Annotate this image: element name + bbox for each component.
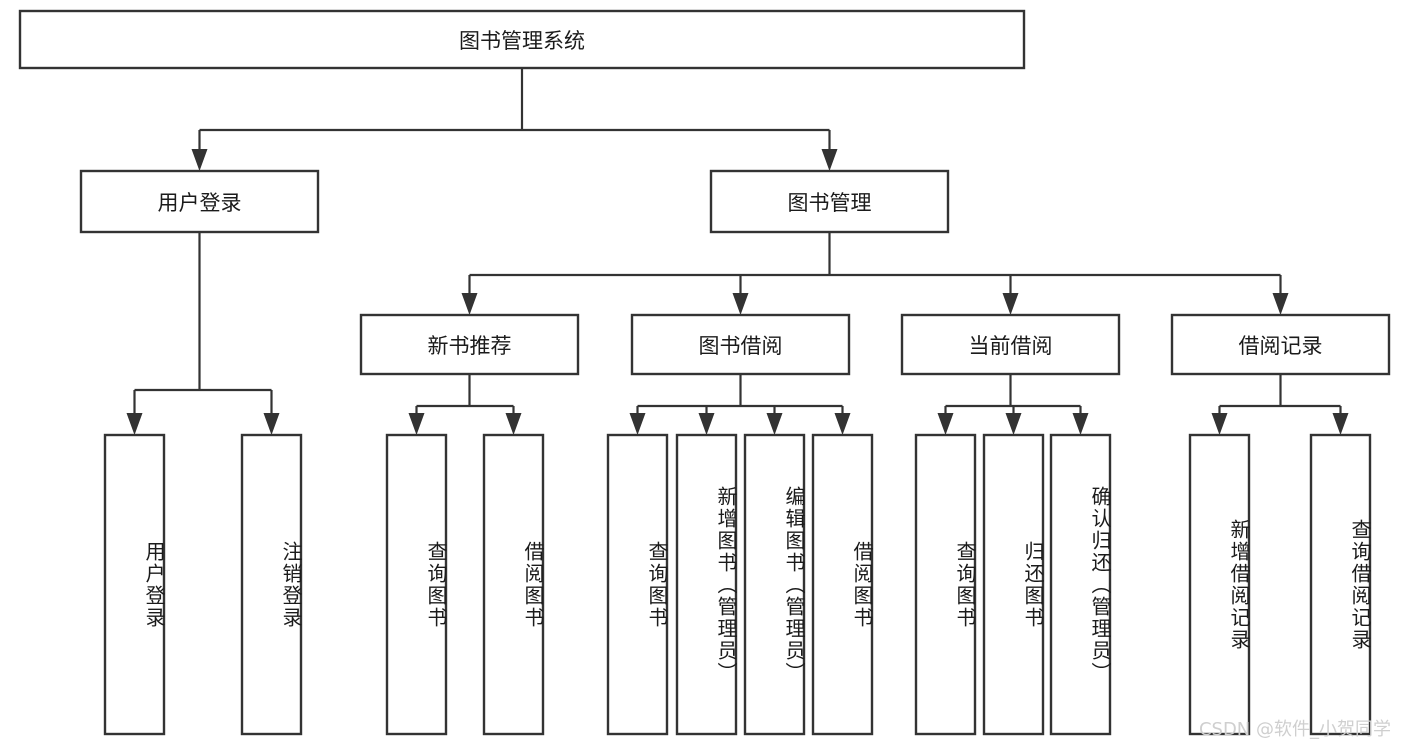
- arrow-head-icon: [1002, 293, 1019, 315]
- node-box-add-borrow-record[interactable]: [1188, 433, 1251, 736]
- arrow-head-icon: [126, 413, 143, 435]
- arrow-head-icon: [1211, 413, 1228, 435]
- node-box-query-book-1[interactable]: [385, 433, 448, 736]
- node-box-book-management[interactable]: [709, 169, 950, 234]
- node-box-return-book[interactable]: [982, 433, 1045, 736]
- node-box-borrow-records[interactable]: [1170, 313, 1391, 376]
- arrow-head-icon: [461, 293, 478, 315]
- arrow-head-icon: [821, 149, 838, 171]
- arrow-head-icon: [766, 413, 783, 435]
- node-box-current-borrow[interactable]: [900, 313, 1121, 376]
- arrow-head-icon: [191, 149, 208, 171]
- arrow-head-icon: [698, 413, 715, 435]
- node-box-edit-book-admin[interactable]: [743, 433, 806, 736]
- connectors-layer: [126, 68, 1349, 435]
- node-box-query-book-3[interactable]: [914, 433, 977, 736]
- arrow-head-icon: [263, 413, 280, 435]
- node-box-borrow-book-1[interactable]: [482, 433, 545, 736]
- node-box-user-login-leaf[interactable]: [103, 433, 166, 736]
- node-box-user-login[interactable]: [79, 169, 320, 234]
- arrow-head-icon: [1072, 413, 1089, 435]
- arrow-head-icon: [1272, 293, 1289, 315]
- node-box-new-book-recommend[interactable]: [359, 313, 580, 376]
- arrow-head-icon: [937, 413, 954, 435]
- node-box-borrow-book-2[interactable]: [811, 433, 874, 736]
- node-box-user-logout-leaf[interactable]: [240, 433, 303, 736]
- node-box-root[interactable]: [18, 9, 1026, 70]
- arrow-head-icon: [1005, 413, 1022, 435]
- arrow-head-icon: [834, 413, 851, 435]
- arrow-head-icon: [1332, 413, 1349, 435]
- node-box-confirm-return-admin[interactable]: [1049, 433, 1112, 736]
- arrow-head-icon: [629, 413, 646, 435]
- node-box-add-book-admin[interactable]: [675, 433, 738, 736]
- boxes-layer: [18, 9, 1391, 736]
- arrow-head-icon: [505, 413, 522, 435]
- arrow-head-icon: [732, 293, 749, 315]
- arrow-head-icon: [408, 413, 425, 435]
- node-box-book-borrow[interactable]: [630, 313, 851, 376]
- node-box-query-borrow-record[interactable]: [1309, 433, 1372, 736]
- node-box-query-book-2[interactable]: [606, 433, 669, 736]
